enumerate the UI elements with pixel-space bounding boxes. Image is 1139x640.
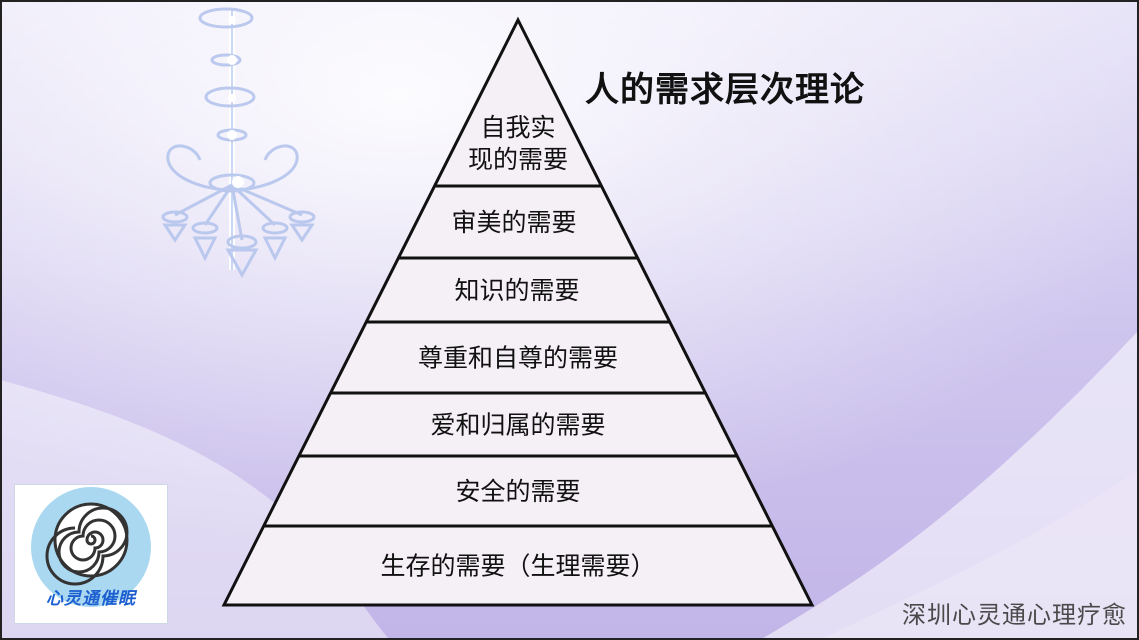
pyramid-level-label: 爱和归属的需要: [430, 411, 605, 440]
logo: 心灵通催眠: [14, 484, 168, 624]
pyramid-level-label: 生存的需要（生理需要）: [380, 552, 655, 581]
pyramid-outline: [221, 16, 815, 607]
pyramid-level-label: 尊重和自尊的需要: [418, 344, 618, 373]
pyramid-level-label: 自我实现的需要: [468, 113, 568, 174]
footer-text: 深圳心灵通心理疗愈: [902, 601, 1127, 629]
logo-text: 心灵通催眠: [46, 589, 136, 609]
page-title: 人的需求层次理论: [585, 70, 865, 110]
pyramid-diagram: 自我实现的需要审美的需要知识的需要尊重和自尊的需要爱和归属的需要安全的需要生存的…: [221, 16, 815, 607]
sparkle-icon: [227, 16, 244, 188]
wave-decoration: [820, 470, 1139, 640]
pyramid-level-label: 知识的需要: [454, 276, 579, 305]
pyramid-level-label: 审美的需要: [451, 208, 576, 237]
spiral-logo-icon: [31, 487, 151, 607]
pyramid-level-label: 安全的需要: [455, 477, 580, 506]
